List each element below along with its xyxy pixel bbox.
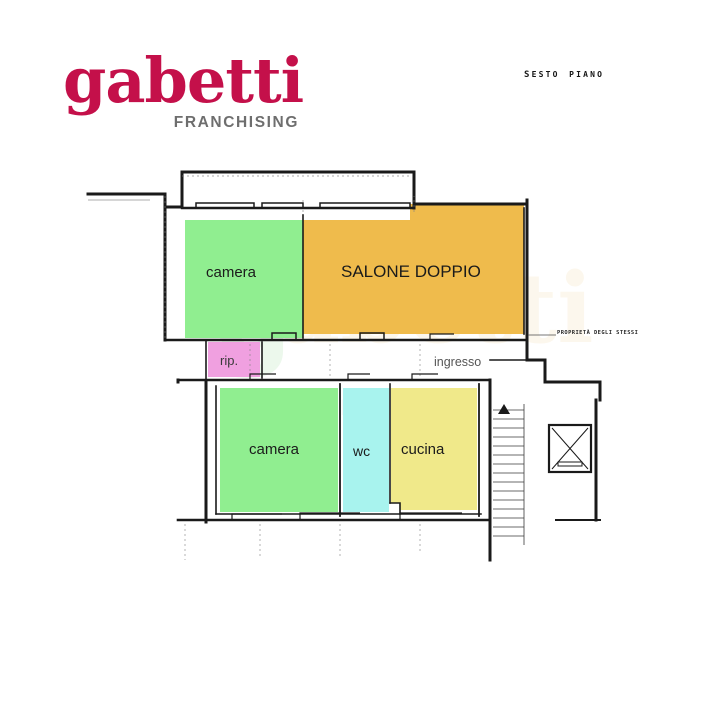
staircase xyxy=(493,400,555,545)
window-bottom-2 xyxy=(299,512,360,520)
header: gabetti FRANCHISING Sesto Piano xyxy=(0,0,719,150)
logo-wordmark: gabetti xyxy=(63,44,304,117)
window-bottom-1 xyxy=(231,513,282,520)
logo-subtitle: FRANCHISING xyxy=(173,114,299,131)
door-camera-2 xyxy=(249,373,276,380)
wall-right-structure xyxy=(543,380,602,402)
room-fill-cucina xyxy=(391,388,477,510)
stairs-up-arrow xyxy=(498,404,510,414)
window-top-3 xyxy=(319,202,411,208)
room-fill-salone xyxy=(303,204,524,334)
brand-logo: gabetti FRANCHISING xyxy=(63,50,313,132)
room-fill-camera-1 xyxy=(185,220,303,338)
elevator-shaft xyxy=(547,423,593,474)
window-bottom-3 xyxy=(399,512,462,520)
openings xyxy=(195,202,462,520)
window-top-1 xyxy=(195,202,255,208)
wall-wc-jog xyxy=(389,502,401,515)
wall-rip xyxy=(205,339,263,381)
room-fill-rip xyxy=(208,342,260,377)
window-top-2 xyxy=(261,202,304,208)
wall-entry-jog xyxy=(525,338,547,384)
door-camera-1 xyxy=(271,332,297,340)
door-wc xyxy=(347,373,370,380)
door-salone-2 xyxy=(429,333,454,340)
floor-label: Sesto Piano xyxy=(524,66,605,81)
wall-hatching xyxy=(88,175,421,560)
door-cucina xyxy=(411,373,438,380)
room-fill-wc xyxy=(343,388,389,512)
door-salone xyxy=(359,332,385,340)
room-fill-camera-2 xyxy=(220,388,338,512)
